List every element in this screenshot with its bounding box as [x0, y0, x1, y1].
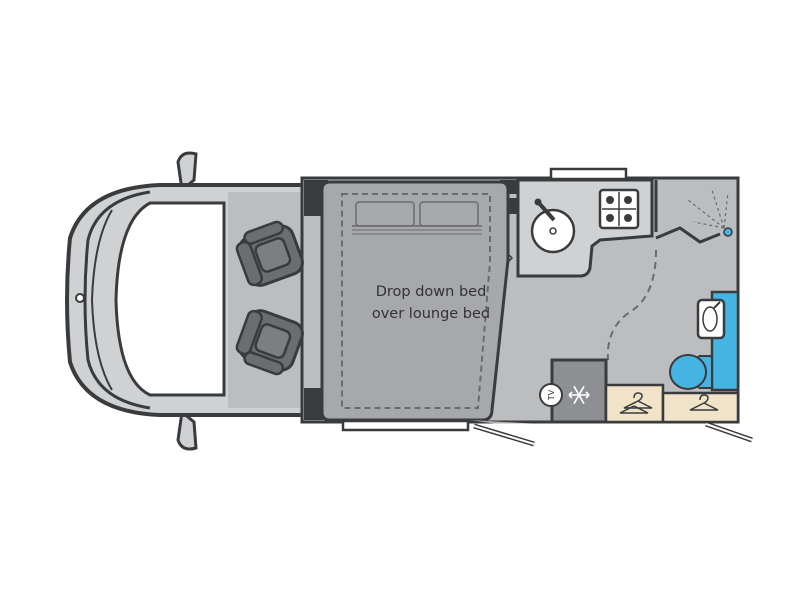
hanger-icon [689, 394, 719, 411]
cab-seat-icon [235, 220, 304, 287]
windscreen [114, 201, 226, 397]
hanger-icon [619, 392, 653, 414]
toilet-icon [669, 354, 713, 390]
bed-label-line1: Drop down bed [375, 284, 487, 300]
badge-dot [75, 293, 85, 303]
sink-icon [530, 198, 576, 254]
tv-icon: TV [539, 383, 563, 407]
basin-icon [696, 298, 726, 340]
bed-label-line2: over lounge bed [371, 306, 491, 322]
washroom-wall [654, 180, 721, 244]
habitation-door [470, 420, 540, 447]
bed-ladder-mark [507, 253, 514, 263]
bonnet-grille [90, 209, 113, 391]
tv-label: TV [547, 389, 556, 401]
mirror-bottom-left [176, 409, 198, 451]
bed-pillow-right [419, 201, 479, 227]
bonnet-line [83, 190, 151, 410]
washroom-door [705, 421, 753, 443]
fridge-snowflake-icon [568, 385, 590, 405]
drop-down-bed [320, 180, 510, 422]
bed-pillow-left [355, 201, 415, 227]
shower-icon [687, 189, 733, 237]
window-top [549, 167, 628, 181]
cab-seat-icon [235, 309, 304, 376]
mirror-top-left [176, 151, 198, 193]
hob-icon [598, 188, 640, 230]
bed-dashed-outline [341, 193, 491, 409]
window-bottom [341, 419, 470, 432]
